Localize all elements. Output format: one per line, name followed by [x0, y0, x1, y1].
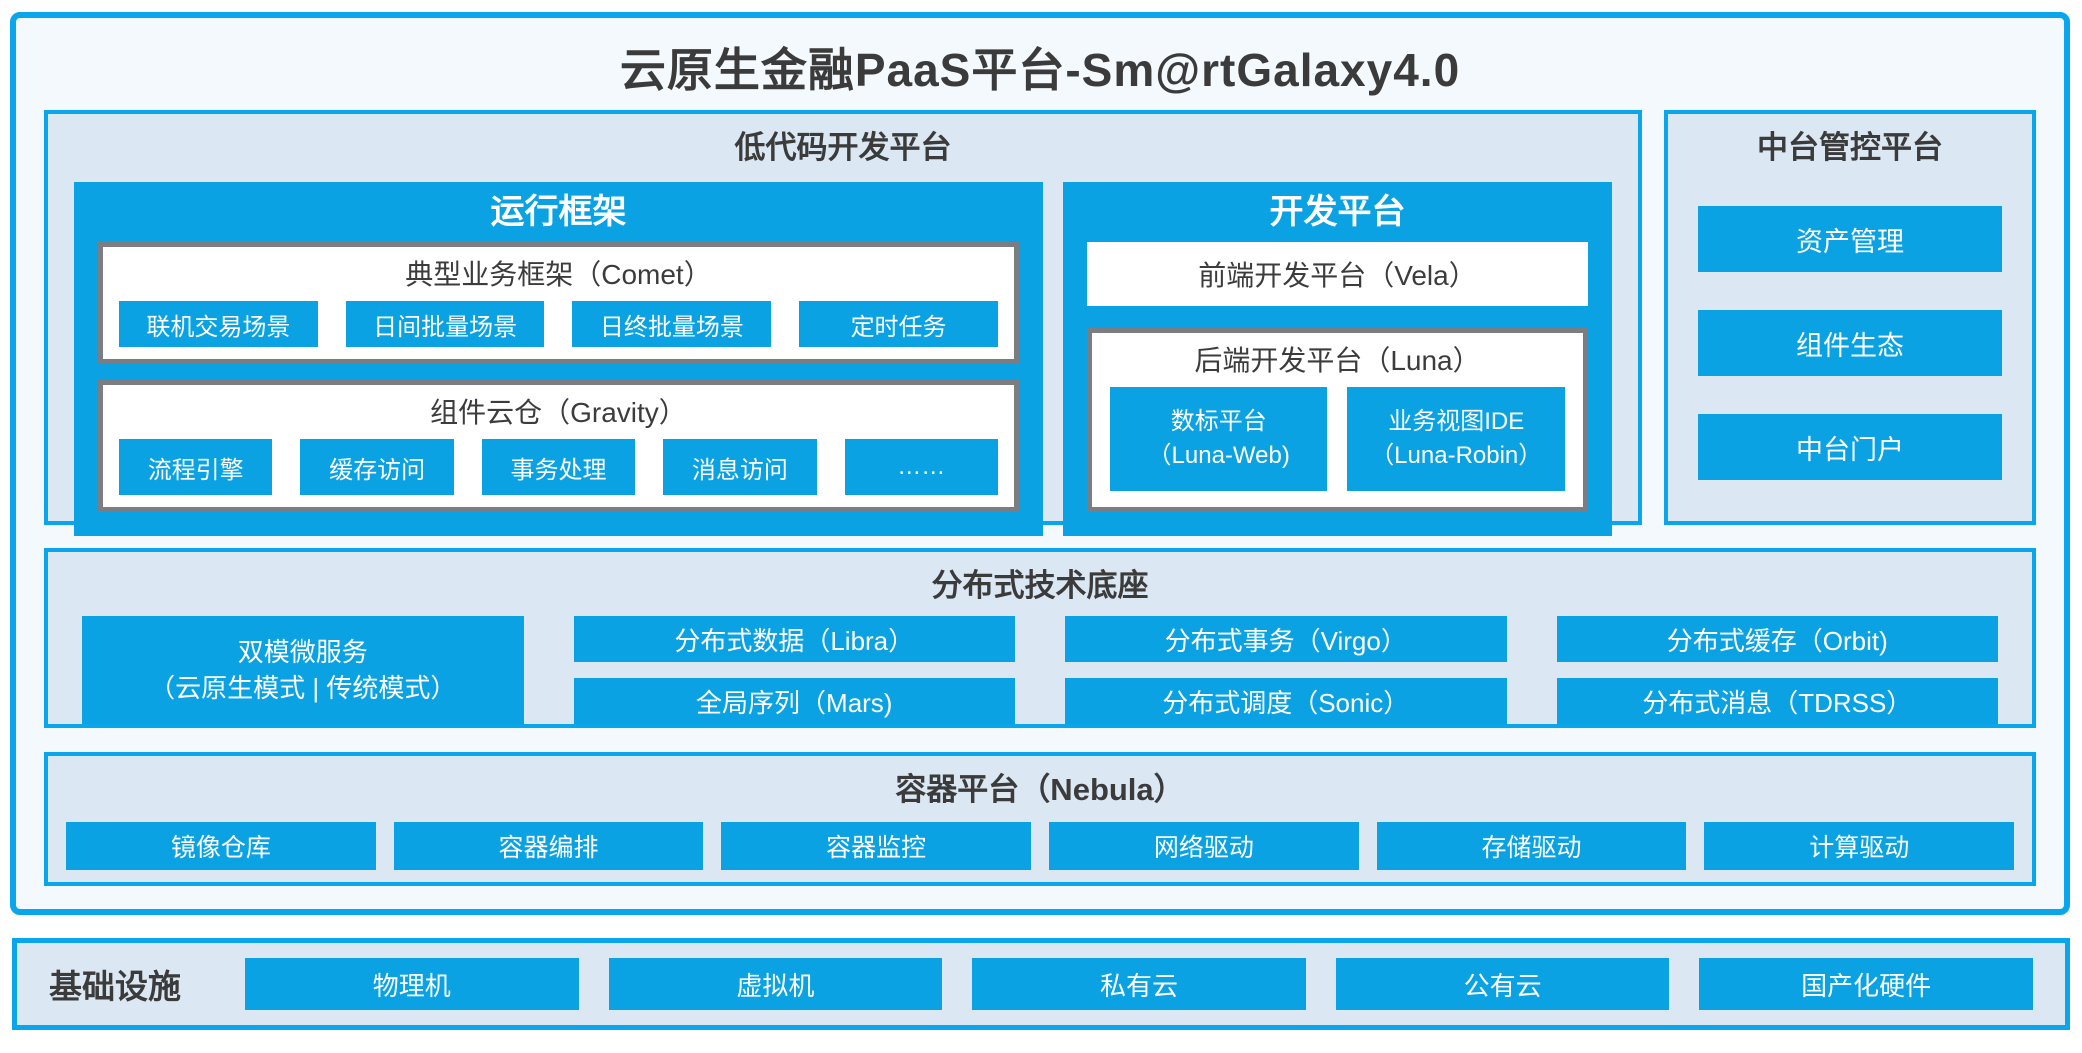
dev-platform-panel: 开发平台 前端开发平台（Vela） 后端开发平台（Luna） 数标平台 （Lun…	[1062, 182, 1612, 536]
box-network-driver: 网络驱动	[1049, 822, 1359, 870]
box-distributed-transaction-virgo: 分布式事务（Virgo）	[1065, 616, 1507, 662]
chip-message-access: 消息访问	[663, 439, 817, 495]
infrastructure-strip: 基础设施 物理机 虚拟机 私有云 公有云 国产化硬件	[12, 938, 2070, 1030]
box-virtual-machine: 虚拟机	[608, 958, 943, 1010]
runtime-framework-title: 运行框架	[490, 193, 627, 231]
distributed-base-panel: 分布式技术底座 双模微服务 （云原生模式 | 传统模式） 分布式数据（Libra…	[44, 548, 2036, 728]
comet-chip-row: 联机交易场景 日间批量场景 日终批量场景 定时任务	[119, 301, 998, 347]
distributed-grid: 双模微服务 （云原生模式 | 传统模式） 分布式数据（Libra） 分布式事务（…	[82, 616, 1998, 724]
box-distributed-cache-orbit: 分布式缓存（Orbit)	[1556, 616, 1998, 662]
lowcode-panel: 低代码开发平台 运行框架 典型业务框架（Comet） 联机交易场景 日间批量场景…	[44, 110, 1642, 536]
box-container-monitoring: 容器监控	[721, 822, 1032, 870]
infrastructure-label: 基础设施	[49, 968, 181, 1005]
comet-title: 典型业务框架（Comet）	[405, 259, 712, 290]
gravity-chip-row: 流程引擎 缓存访问 事务处理 消息访问 ……	[119, 439, 998, 495]
box-distributed-scheduling-sonic: 分布式调度（Sonic）	[1065, 678, 1507, 724]
container-platform-panel: 容器平台（Nebula） 镜像仓库 容器编排 容器监控 网络驱动 存储驱动 计算…	[44, 752, 2036, 886]
runtime-framework-panel: 运行框架 典型业务框架（Comet） 联机交易场景 日间批量场景 日终批量场景 …	[74, 182, 1043, 536]
box-domestic-hardware: 国产化硬件	[1699, 958, 2033, 1010]
dual-mode-line1: 双模微服务	[237, 637, 368, 667]
distributed-base-title: 分布式技术底座	[931, 568, 1149, 603]
gravity-warehouse-box: 组件云仓（Gravity） 流程引擎 缓存访问 事务处理 消息访问 ……	[98, 380, 1019, 512]
container-row: 镜像仓库 容器编排 容器监控 网络驱动 存储驱动 计算驱动	[66, 822, 2015, 870]
box-container-orchestration: 容器编排	[393, 822, 704, 870]
page-title: 云原生金融PaaS平台-Sm@rtGalaxy4.0	[619, 44, 1461, 96]
box-private-cloud: 私有云	[972, 958, 1306, 1010]
mid-control-panel: 中台管控平台 资产管理 组件生态 中台门户	[1664, 110, 2036, 525]
platform-diagram: 云原生金融PaaS平台-Sm@rtGalaxy4.0 低代码开发平台 运行框架 …	[10, 12, 2070, 915]
vela-frontend-box: 前端开发平台（Vela）	[1086, 242, 1588, 306]
chip-scheduled-task: 定时任务	[799, 301, 998, 347]
box-component-ecosystem: 组件生态	[1698, 310, 2002, 376]
box-mid-portal: 中台门户	[1698, 414, 2002, 480]
box-storage-driver: 存储驱动	[1376, 822, 1687, 870]
chip-eod-batch: 日终批量场景	[572, 301, 772, 347]
chip-ellipsis: ……	[844, 439, 998, 495]
box-distributed-data-libra: 分布式数据（Libra）	[573, 616, 1015, 662]
chip-cache-access: 缓存访问	[300, 439, 454, 495]
luna-backend-box: 后端开发平台（Luna） 数标平台 （Luna-Web) 业务视图IDE （Lu…	[1086, 328, 1588, 512]
luna-web-line2: （Luna-Web)	[1147, 442, 1290, 469]
box-image-registry: 镜像仓库	[66, 822, 376, 870]
chip-online-trading: 联机交易场景	[119, 301, 318, 347]
gravity-title: 组件云仓（Gravity）	[430, 397, 687, 428]
chip-daytime-batch: 日间批量场景	[345, 301, 545, 347]
box-asset-management: 资产管理	[1698, 206, 2002, 272]
container-platform-title: 容器平台（Nebula）	[895, 772, 1185, 807]
box-dual-mode-microservice: 双模微服务 （云原生模式 | 传统模式）	[82, 616, 524, 724]
comet-framework-box: 典型业务框架（Comet） 联机交易场景 日间批量场景 日终批量场景 定时任务	[98, 242, 1019, 364]
lowcode-title: 低代码开发平台	[734, 130, 952, 165]
mid-control-title: 中台管控平台	[1757, 130, 1943, 165]
lowcode-body: 运行框架 典型业务框架（Comet） 联机交易场景 日间批量场景 日终批量场景 …	[74, 182, 1612, 536]
chip-transaction-processing: 事务处理	[481, 439, 636, 495]
box-physical-machine: 物理机	[245, 958, 579, 1010]
luna-web-line1: 数标平台	[1170, 408, 1267, 435]
chip-process-engine: 流程引擎	[119, 439, 273, 495]
luna-title: 后端开发平台（Luna）	[1194, 345, 1481, 376]
luna-chip-row: 数标平台 （Luna-Web) 业务视图IDE （Luna-Robin）	[1109, 387, 1565, 491]
box-global-sequence-mars: 全局序列（Mars)	[573, 678, 1015, 724]
top-row: 低代码开发平台 运行框架 典型业务框架（Comet） 联机交易场景 日间批量场景…	[44, 110, 2036, 536]
box-compute-driver: 计算驱动	[1704, 822, 2015, 870]
luna-robin-line1: 业务视图IDE	[1388, 408, 1525, 435]
dual-mode-line2: （云原生模式 | 传统模式）	[149, 673, 457, 703]
luna-robin-line2: （Luna-Robin）	[1370, 442, 1543, 469]
dev-platform-title: 开发平台	[1269, 193, 1406, 231]
box-distributed-message-tdrss: 分布式消息（TDRSS）	[1556, 678, 1998, 724]
chip-luna-web: 数标平台 （Luna-Web)	[1109, 387, 1328, 491]
box-public-cloud: 公有云	[1335, 958, 1670, 1010]
chip-luna-robin: 业务视图IDE （Luna-Robin）	[1347, 387, 1565, 491]
